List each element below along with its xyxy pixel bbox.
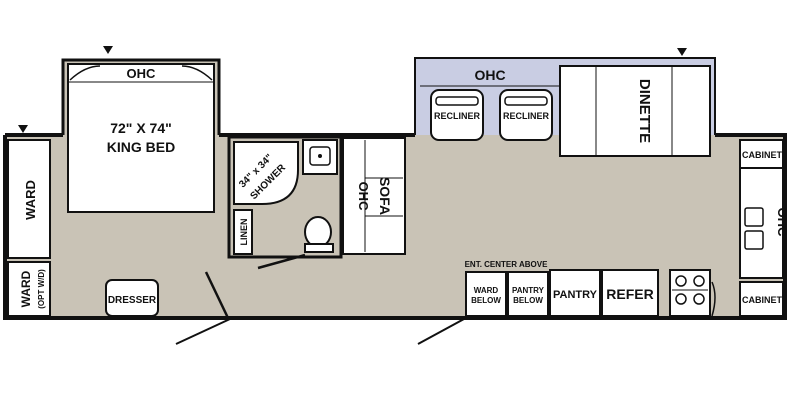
stove (669, 269, 711, 317)
recliner-2 (499, 89, 553, 141)
linen-label: LINEN (239, 219, 249, 246)
cabinet-bottom (739, 281, 784, 317)
dresser (105, 279, 159, 317)
wardrobe-opt-sublabel: (OPT W/D) (37, 269, 46, 309)
kitchen-counter-curve (711, 281, 716, 317)
recliner-1-label: RECLINER (434, 111, 481, 121)
pantry-label: PANTRY (553, 289, 598, 301)
shower (233, 141, 299, 205)
entry-door-2 (417, 318, 465, 345)
bedroom-door (204, 271, 230, 319)
recliner-1 (430, 89, 484, 141)
ohc-kitchen-label: OHC (775, 208, 790, 238)
pantry-below-label-2: BELOW (513, 296, 543, 305)
dinette (559, 65, 711, 157)
king-bed (67, 63, 215, 213)
wardrobe (7, 139, 51, 259)
kitchen-sink-1 (744, 207, 764, 227)
toilet (304, 216, 334, 253)
cabinet-bottom-label: CABINET (742, 295, 783, 305)
pantry-below (507, 271, 549, 317)
dinette-label: DINETTE (636, 79, 653, 143)
outer-wall (3, 133, 787, 320)
pantry-below-label: PANTRY (512, 286, 545, 295)
king-bed-pillows (69, 65, 213, 81)
linen-closet (233, 209, 253, 255)
cabinet-top (739, 139, 784, 169)
ohc-sofa-label: OHC (356, 182, 371, 212)
ohc-bedroom-label: OHC (127, 66, 157, 81)
sofa-label: SOFA (377, 177, 393, 215)
ward-below-label-2: BELOW (471, 296, 501, 305)
ward-below (465, 271, 507, 317)
kitchen-sink-2 (744, 230, 764, 250)
dresser-label: DRESSER (108, 295, 157, 306)
ward-below-label: WARD (474, 286, 499, 295)
wardrobe-opt (7, 261, 51, 317)
pantry (549, 269, 601, 317)
recliner-2-label: RECLINER (503, 111, 550, 121)
ent-center-label: ENT. CENTER ABOVE (465, 260, 548, 269)
refrigerator (601, 269, 659, 317)
ohc-slide-label: OHC (474, 67, 505, 83)
sofa (342, 137, 406, 255)
bathroom-door (257, 253, 306, 270)
wardrobe-label: WARD (23, 180, 38, 220)
cabinet-top-label: CABINET (742, 150, 783, 160)
awning-marker-left (18, 125, 28, 133)
king-bed-label: KING BED (107, 139, 175, 155)
awning-marker-bedroom (103, 46, 113, 54)
wardrobe-opt-label: WARD (19, 270, 33, 307)
entry-door-1 (175, 318, 231, 345)
king-bed-size-label: 72" X 74" (110, 120, 172, 136)
refer-label: REFER (606, 286, 653, 302)
awning-marker-slide (677, 48, 687, 56)
